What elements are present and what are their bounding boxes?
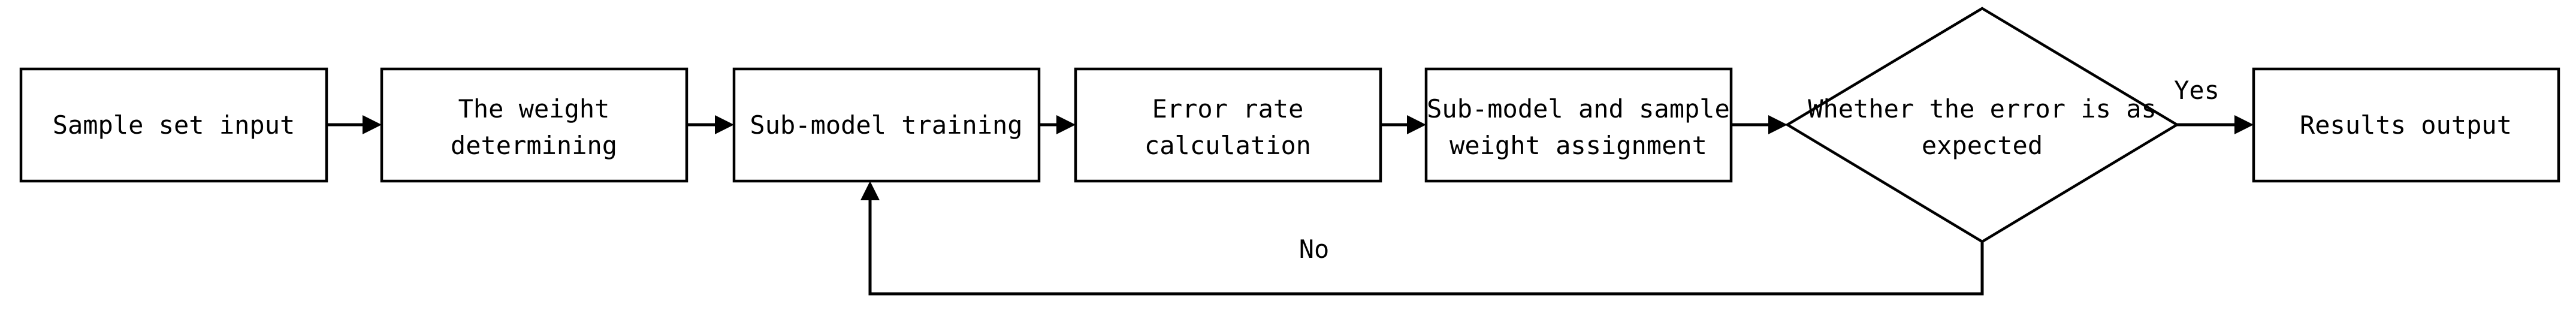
arrowhead-icon	[860, 181, 880, 200]
edge-training-to-error-rate	[1039, 115, 1076, 134]
node-weight-assignment-label-line-2: weight assignment	[1449, 131, 1707, 160]
edge-yes-label: Yes	[2174, 76, 2219, 105]
node-weight-determining-box	[380, 67, 688, 183]
node-submodel-training-label: Sub-model training	[750, 110, 1022, 140]
edge-no: No	[860, 181, 1984, 296]
node-weight-determining-label-line-1: The weight	[458, 94, 610, 124]
node-error-check-label-line-2: expected	[1922, 131, 2043, 160]
arrowhead-icon	[363, 115, 382, 134]
node-weight-assignment-box	[1424, 67, 1733, 183]
edge-weight-to-training	[687, 115, 734, 134]
node-weight-determining-label-line-2: determining	[451, 131, 617, 160]
node-weight-determining: The weight determining	[380, 67, 688, 183]
node-error-check: Whether the error is as expected	[1784, 7, 2180, 243]
edge-no-label: No	[1299, 234, 1330, 264]
edge-error-rate-to-assignment	[1381, 115, 1426, 134]
node-weight-assignment: Sub-model and sample weight assignment	[1424, 67, 1733, 183]
edge-yes: Yes	[2174, 76, 2254, 134]
node-error-check-diamond	[1784, 7, 2180, 243]
arrowhead-icon	[2234, 115, 2254, 134]
arrowhead-icon	[1768, 115, 1787, 134]
node-submodel-training-box	[732, 67, 1041, 183]
node-error-rate: Error rate calculation	[1074, 67, 1382, 183]
node-sample-input: Sample set input	[19, 67, 328, 183]
node-submodel-training: Sub-model training	[732, 67, 1041, 183]
node-results-output-label: Results output	[2300, 110, 2512, 140]
node-sample-input-box	[19, 67, 328, 183]
arrowhead-icon	[1407, 115, 1426, 134]
node-error-rate-box	[1074, 67, 1382, 183]
node-error-rate-label-line-2: calculation	[1144, 131, 1311, 160]
edge-assignment-to-check	[1731, 115, 1787, 134]
edge-input-to-weight	[327, 115, 382, 134]
node-error-rate-label-line-1: Error rate	[1152, 94, 1304, 124]
edge-no-line	[868, 198, 1984, 296]
arrowhead-icon	[1056, 115, 1076, 134]
node-weight-assignment-label-line-1: Sub-model and sample	[1427, 94, 1730, 124]
node-sample-input-label: Sample set input	[53, 110, 295, 140]
node-results-output: Results output	[2252, 67, 2560, 183]
node-error-check-label-line-1: Whether the error is as	[1808, 94, 2157, 124]
node-results-output-box	[2252, 67, 2560, 183]
arrowhead-icon	[715, 115, 734, 134]
